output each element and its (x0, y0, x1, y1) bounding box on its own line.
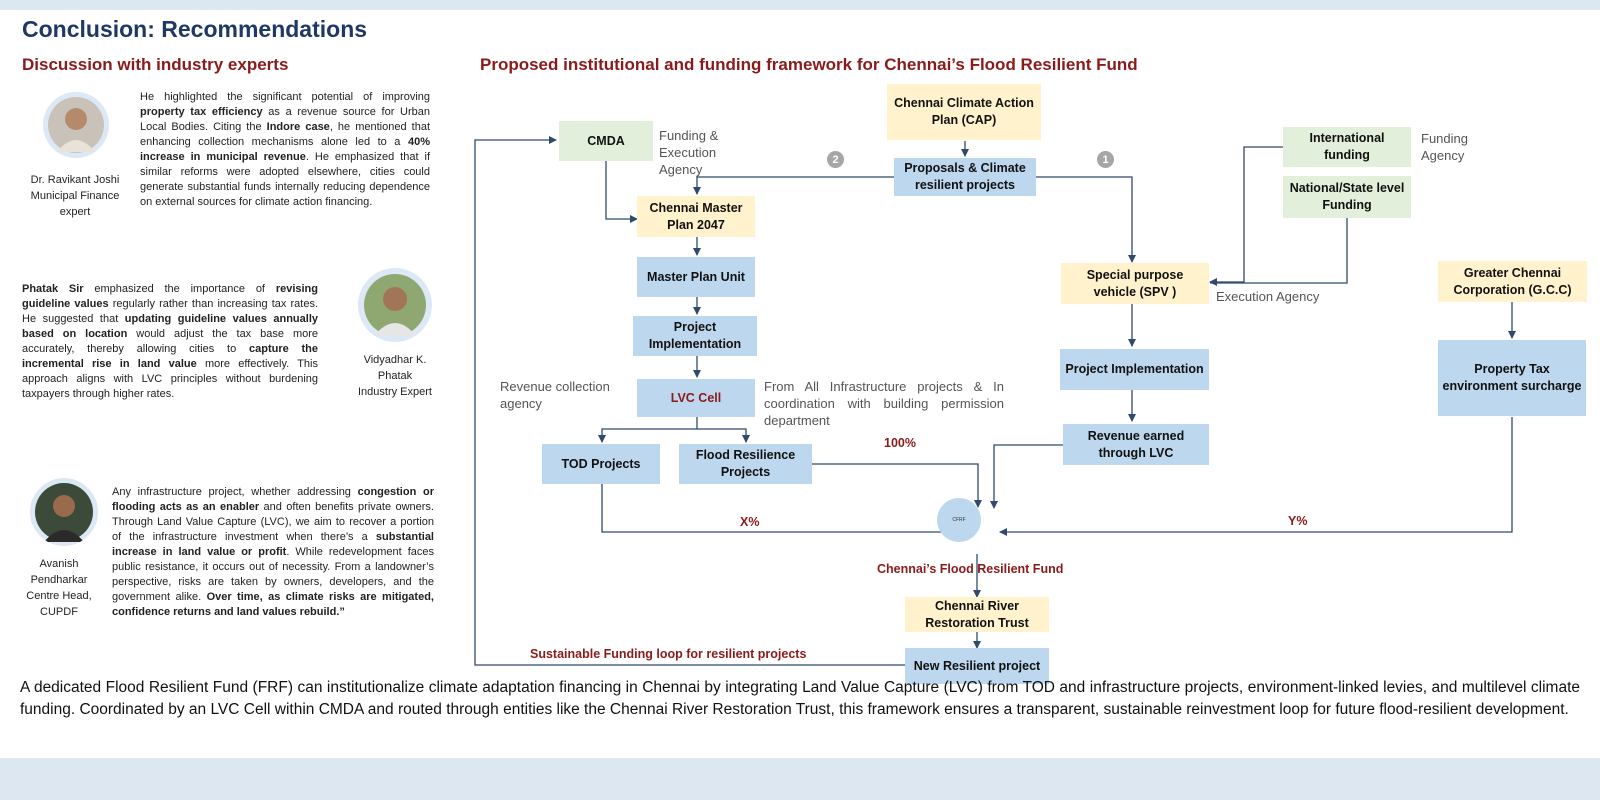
quote-segment: Phatak Sir (22, 283, 84, 295)
quote-segment: property tax efficiency (140, 106, 263, 118)
quote-segment: congestion or flooding acts as an enable… (112, 486, 434, 513)
box-tod-projects: TOD Projects (542, 444, 660, 484)
expert-quote-phatak: Phatak Sir emphasized the importance of … (22, 282, 318, 402)
quote-segment: and often benefits private owners. Throu… (112, 501, 434, 543)
quote-segment: substantial increase in land value or pr… (112, 531, 434, 558)
quote-segment: He highlighted the significant potential… (140, 91, 430, 103)
expert-caption-joshi: Dr. Ravikant Joshi Municipal Finance exp… (30, 172, 120, 220)
box-new-resilient-project: New Resilient project (905, 648, 1049, 684)
quote-segment: 40% increase in municipal revenue (140, 136, 430, 163)
fund-node-circle: CFRF (937, 498, 981, 542)
box-flood-resilience-projects: Flood Resilience Projects (679, 444, 812, 484)
expert-role: Industry Expert (358, 386, 432, 398)
box-spv: Special purpose vehicle (SPV ) (1061, 263, 1209, 304)
expert-name: Dr. Ravikant Joshi (30, 174, 120, 186)
quote-segment: as a revenue source for Urban Local Bodi… (140, 106, 430, 133)
quote-segment: would adjust the tax base more accuratel… (22, 328, 319, 355)
expert-avatar-phatak (358, 268, 432, 342)
note-from-all-projects: From All Infrastructure projects & In co… (764, 379, 1004, 428)
quote-segment: Over time, as climate risks are mitigate… (112, 591, 434, 618)
box-international-funding: International funding (1283, 127, 1411, 167)
box-gcc: Greater Chennai Corporation (G.C.C) (1438, 261, 1587, 302)
label-y-percent: Y% (1288, 514, 1308, 528)
step-number-2: 2 (827, 151, 844, 168)
box-river-restoration-trust: Chennai River Restoration Trust (905, 597, 1049, 632)
label-100-percent: 100% (884, 436, 916, 450)
framework-heading: Proposed institutional and funding frame… (480, 55, 1138, 74)
bottom-band (0, 758, 1600, 800)
label-x-percent: X% (740, 515, 760, 529)
person-photo-icon (35, 483, 93, 542)
note-revenue-collection-agency: Revenue collection agency (500, 379, 610, 411)
quote-segment: revising guideline values (22, 283, 318, 310)
expert-caption-phatak: Vidyadhar K. Phatak Industry Expert (348, 352, 442, 400)
label-fund-name: Chennai’s Flood Resilient Fund (877, 562, 1064, 576)
quote-segment: Indore case (266, 121, 330, 133)
box-cmda: CMDA (559, 121, 653, 161)
quote-segment: . He emphasized that if similar reforms … (140, 151, 430, 208)
box-project-implementation-left: Project Implementation (633, 316, 757, 356)
box-proposals: Proposals & Climate resilient projects (894, 158, 1036, 196)
box-property-tax-surcharge: Property Tax environment surcharge (1438, 340, 1586, 416)
note-execution-agency: Execution Agency (1216, 289, 1320, 304)
step-number-1: 1 (1097, 151, 1114, 168)
box-national-state-funding: National/State level Funding (1283, 176, 1411, 218)
quote-segment: , he mentioned that enhancing collection… (140, 121, 431, 148)
quote-segment: regularly rather than increasing tax rat… (22, 298, 318, 325)
note-funding-execution-agency: Funding & Execution Agency (659, 128, 719, 177)
expert-role: Centre Head, CUPDF (26, 590, 92, 618)
person-photo-icon (48, 97, 104, 153)
top-band (0, 0, 1600, 10)
page-title: Conclusion: Recommendations (22, 16, 368, 42)
experts-heading: Discussion with industry experts (22, 55, 289, 74)
box-lvc-cell: LVC Cell (637, 379, 755, 417)
quote-segment: updating guideline values annually based… (22, 313, 318, 340)
quote-segment: capture the incremental rise in land val… (22, 343, 319, 370)
quote-segment: Any infrastructure project, whether addr… (112, 486, 358, 498)
expert-avatar-joshi (43, 92, 109, 158)
expert-quote-pendharkar: Any infrastructure project, whether addr… (112, 485, 434, 620)
expert-caption-pendharkar: Avanish Pendharkar Centre Head, CUPDF (18, 556, 100, 620)
label-sustainable-loop: Sustainable Funding loop for resilient p… (530, 647, 807, 661)
expert-avatar-pendharkar (30, 478, 98, 546)
person-photo-icon (364, 274, 426, 336)
quote-segment: emphasized the importance of (83, 283, 276, 295)
quote-segment: more effectively. This approach aligns w… (22, 358, 318, 400)
expert-quote-joshi: He highlighted the significant potential… (140, 90, 430, 210)
box-project-implementation-right: Project Implementation (1060, 349, 1209, 390)
expert-role: Municipal Finance expert (30, 190, 120, 218)
expert-name: Vidyadhar K. Phatak (363, 354, 427, 382)
box-master-plan-unit: Master Plan Unit (637, 257, 755, 297)
expert-name: Avanish Pendharkar (30, 558, 88, 586)
box-climate-action-plan: Chennai Climate Action Plan (CAP) (887, 84, 1041, 140)
box-master-plan-2047: Chennai Master Plan 2047 (637, 196, 755, 237)
summary-paragraph: A dedicated Flood Resilient Fund (FRF) c… (20, 679, 1580, 718)
box-revenue-lvc: Revenue earned through LVC (1063, 424, 1209, 465)
quote-segment: . While redevelopment faces public resis… (112, 546, 434, 603)
note-funding-agency: Funding Agency (1421, 131, 1468, 163)
